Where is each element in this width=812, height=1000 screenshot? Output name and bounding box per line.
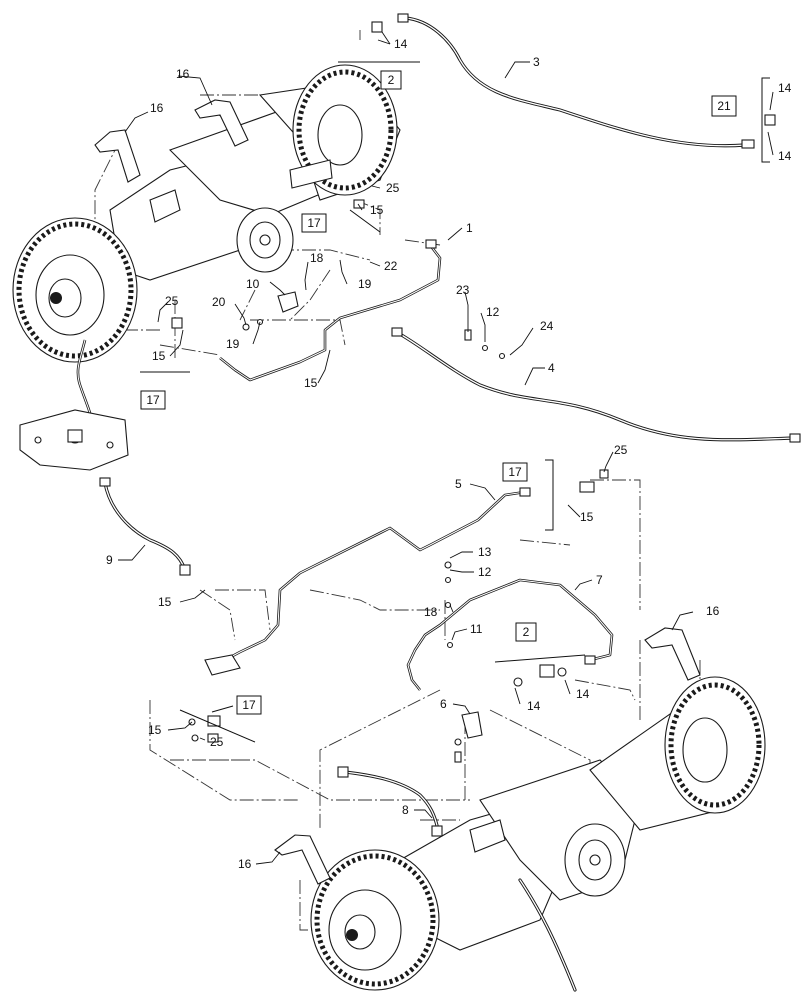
rear-right-wheel-hub <box>664 676 766 814</box>
callout-16-top-center: 16 <box>176 67 190 81</box>
tube-5-mount-bracket <box>204 654 241 676</box>
shield-bottom-left <box>274 834 331 885</box>
callout-14-bottom-right: 14 <box>576 687 590 701</box>
axle-shields <box>94 99 701 885</box>
callout-14-top: 14 <box>394 37 408 51</box>
callout-3: 3 <box>533 55 540 69</box>
front-axle-assembly <box>12 64 401 363</box>
callout-15-bottom: 15 <box>148 723 162 737</box>
brake-hose-3 <box>397 13 755 149</box>
callout-24: 24 <box>540 319 554 333</box>
callout-14-bottom-left: 14 <box>527 699 541 713</box>
callout-9: 9 <box>106 553 113 567</box>
brake-tube-7 <box>406 578 614 691</box>
callout-18-top: 18 <box>310 251 324 265</box>
callout-23: 23 <box>456 283 470 297</box>
callout-15-center: 15 <box>304 376 318 390</box>
svg-text:17: 17 <box>146 393 160 407</box>
callout-6: 6 <box>440 697 447 711</box>
svg-text:17: 17 <box>242 698 256 712</box>
kit-box-2-bottom: 2 <box>515 622 537 642</box>
callout-25-left: 25 <box>165 294 179 308</box>
callout-14-right-upper: 14 <box>778 81 792 95</box>
callout-15-top: 15 <box>370 203 384 217</box>
callout-19-left: 19 <box>226 337 240 351</box>
brake-tube-1 <box>219 239 442 382</box>
kit-box-21: 21 <box>711 95 737 117</box>
brake-hose-8 <box>337 766 577 992</box>
callout-20: 20 <box>212 295 226 309</box>
callout-12-top: 12 <box>486 305 500 319</box>
callout-11: 11 <box>470 622 483 636</box>
callout-14-right-lower: 14 <box>778 149 792 163</box>
callout-16-top-left: 16 <box>150 101 164 115</box>
fittings-and-hardware <box>171 21 776 763</box>
callout-8: 8 <box>402 803 409 817</box>
shield-top-left <box>94 129 141 183</box>
kit-box-17-right: 17 <box>502 462 528 482</box>
callout-7: 7 <box>596 573 603 587</box>
rear-axle-assembly <box>310 676 766 991</box>
kit-box-17-left: 17 <box>140 390 166 410</box>
shield-bottom-right <box>644 627 701 681</box>
callout-5: 5 <box>455 477 462 491</box>
callout-22: 22 <box>384 259 398 273</box>
leader-lines <box>118 31 774 865</box>
brake-tube-5 <box>204 487 531 676</box>
callout-25-bottom: 25 <box>210 735 224 749</box>
kit-brackets <box>140 61 770 743</box>
callout-12-mid: 12 <box>478 565 492 579</box>
callout-15-mid-left: 15 <box>158 595 172 609</box>
callout-25-right: 25 <box>614 443 628 457</box>
callout-1: 1 <box>466 221 473 235</box>
callout-10: 10 <box>246 277 260 291</box>
callout-13: 13 <box>478 545 492 559</box>
callout-4: 4 <box>548 361 555 375</box>
svg-text:21: 21 <box>717 99 731 113</box>
brake-hose-4 <box>391 327 801 443</box>
callout-15-left: 15 <box>152 349 166 363</box>
kit-box-17-bottom: 17 <box>236 695 262 715</box>
svg-text:2: 2 <box>388 73 395 87</box>
chassis-bracket-plate <box>19 409 129 471</box>
callout-16-bottom-right: 16 <box>706 604 720 618</box>
kit-box-2-top: 2 <box>380 70 402 90</box>
callout-16-bottom-left: 16 <box>238 857 252 871</box>
callout-25-top: 25 <box>386 181 400 195</box>
rear-left-wheel-hub <box>310 849 440 991</box>
svg-text:17: 17 <box>508 465 522 479</box>
clip-10 <box>277 291 299 313</box>
front-left-wheel-hub <box>12 217 138 363</box>
shield-top-center <box>194 99 249 147</box>
callout-labels: 1 3 4 5 6 7 8 9 10 11 12 12 13 14 14 14 … <box>106 37 792 871</box>
callout-15-right: 15 <box>580 510 594 524</box>
svg-text:2: 2 <box>523 625 530 639</box>
callout-18-mid: 18 <box>424 605 438 619</box>
svg-text:17: 17 <box>307 216 321 230</box>
kit-box-17-top: 17 <box>301 213 327 233</box>
callout-19-right: 19 <box>358 277 372 291</box>
clip-6 <box>461 711 483 739</box>
